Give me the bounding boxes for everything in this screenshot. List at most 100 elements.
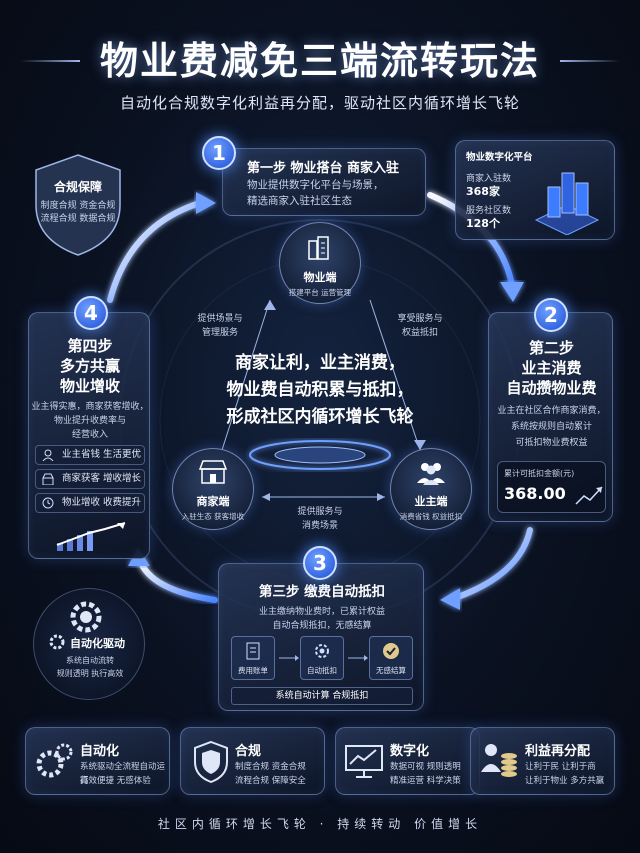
step1-card: 第一步 物业搭台 商家入驻 物业提供数字化平台与场景， 精选商家入驻社区生态 (222, 148, 426, 216)
center-line1: 商家让利，业主消费， (235, 353, 405, 373)
title-divider-right (560, 60, 620, 62)
page-subtitle: 自动化合规数字化利益再分配，驱动社区内循环增长飞轮 (119, 94, 520, 112)
center-slogan: 商家让利，业主消费， 物业费自动积累与抵扣， 形成社区内循环增长飞轮 (200, 350, 440, 431)
step3-card: 第三步 缴费自动抵扣 业主缴纳物业费时，已累计权益 自动合规抵扣，无感结算 费用… (218, 563, 424, 711)
compliance-line2: 流程合规 数据合规 (40, 214, 116, 224)
amount-box: 累计可抵扣金额(元) 368.00 (497, 461, 606, 513)
feature-compliance-line1: 制度合规 资金合规 (235, 762, 306, 772)
feature-digital-title: 数字化 (390, 744, 430, 759)
step4-title3: 物业增收 (59, 377, 120, 395)
benefit-row-owner-label: 业主省钱 生活更优 (62, 449, 142, 460)
merchant-node: 商家端 入驻生态 获客增收 (172, 448, 254, 530)
platform-title: 物业数字化平台 (466, 152, 533, 163)
step3-bar: 系统自动计算 合规抵扣 (231, 687, 413, 705)
compliance-title: 合规保障 (53, 180, 102, 194)
property-node-sub: 搭建平台 运营管理 (288, 288, 352, 297)
feature-digital-line1: 数据可视 规则透明 (390, 762, 461, 772)
benefit-row-owner: 业主省钱 生活更优 (35, 445, 145, 465)
center-line2: 物业费自动积累与抵扣， (226, 380, 414, 400)
benefit-row-property-label: 物业增收 收费提升 (62, 497, 142, 508)
store-icon (42, 473, 54, 485)
feature-card-compliance: 合规 制度合规 资金合规 流程合规 保障安全 (180, 727, 325, 795)
center-line3: 形成社区内循环增长飞轮 (226, 407, 414, 427)
feature-automation-title: 自动化 (80, 744, 120, 759)
step2-title3: 自动攒物业费 (506, 379, 597, 397)
gears-icon (70, 601, 102, 633)
feature-card-automation: 自动化 系统驱动全流程自动运行 高效便捷 无感体验 (25, 727, 170, 795)
flow-label-bottom-line1: 提供服务与 (297, 507, 343, 517)
benefit-row-merchant-label: 商家获客 增收增长 (62, 473, 142, 484)
benefit-row-property: 物业增收 收费提升 (35, 493, 145, 513)
automation-line1: 系统自动流转 (66, 656, 114, 665)
flow-label-right-top-line1: 享受服务与 (397, 314, 443, 324)
step4-line2: 物业提升收费率与 (53, 416, 126, 426)
owner-node: 业主端 消费省钱 权益抵扣 (390, 448, 472, 530)
page-title: 物业费减免三端流转玩法 (99, 39, 540, 83)
auto-deduct-label: 自动抵扣 (307, 666, 337, 675)
step3-line2: 自动合规抵扣，无感结算 (272, 621, 372, 631)
flow-label-left-top-line1: 提供场景与 (197, 314, 243, 324)
step2-line2: 系统按规则自动累计 (510, 422, 592, 432)
flow-label-right-top: 享受服务与 权益抵扣 (385, 312, 455, 340)
step2-line3: 可抵扣物业费权益 (515, 438, 588, 448)
settle-label: 无感结算 (376, 666, 406, 675)
step1-badge: 1 (202, 136, 236, 170)
step1-title: 第一步 物业搭台 商家入驻 (247, 161, 400, 176)
automation-line2: 规则透明 执行高效 (56, 669, 124, 678)
footer-slogan: 社区内循环增长飞轮 · 持续转动 价值增长 (157, 817, 483, 831)
title-divider-left (20, 60, 80, 62)
feature-digital-line2: 精准运营 科学决策 (390, 776, 461, 786)
automation-panel: 自动化驱动 系统自动流转 规则透明 执行高效 (33, 588, 145, 700)
step4-title1: 第四步 (67, 337, 113, 355)
step4-badge: 4 (74, 296, 108, 330)
step4-card: 第四步 多方共赢 物业增收 业主得实惠，商家获客增收， 物业提升收费率与 经营收… (28, 312, 150, 559)
step2-title2: 业主消费 (521, 359, 582, 377)
flow-label-bottom-line2: 消费场景 (301, 521, 338, 531)
step2-line1: 业主在社区合作商家消费， (497, 406, 606, 416)
building-icon (308, 236, 329, 260)
flow-label-left-top-line2: 管理服务 (201, 328, 238, 338)
flow-label-bottom: 提供服务与 消费场景 (285, 505, 355, 533)
platform-merchants-value: 368家 (466, 185, 500, 198)
merchant-node-title: 商家端 (196, 495, 230, 508)
platform-communities-value: 128个 (466, 217, 500, 230)
property-node: 物业端 搭建平台 运营管理 (279, 222, 361, 304)
amount-label: 累计可抵扣金额(元) (504, 469, 575, 478)
merchant-node-sub: 入驻生态 获客增收 (181, 512, 245, 521)
coins-user-icon (481, 744, 517, 777)
step1-line2: 精选商家入驻社区生态 (247, 195, 352, 207)
feature-automation-line1: 系统驱动全流程自动运行 (80, 762, 166, 786)
shield-icon (194, 740, 228, 784)
store-icon (198, 460, 228, 484)
growth-chart-icon (56, 522, 126, 551)
arrow-right-icon (279, 655, 299, 661)
owner-node-title: 业主端 (414, 495, 448, 508)
gear-icon (49, 634, 65, 650)
arrow-right-icon (348, 655, 368, 661)
settle-box: 无感结算 (369, 636, 413, 680)
benefit-row-merchant: 商家获客 增收增长 (35, 469, 145, 489)
step3-title: 第三步 缴费自动抵扣 (258, 584, 386, 600)
flow-label-right-top-line2: 权益抵扣 (401, 328, 438, 338)
step2-badge: 2 (534, 298, 568, 332)
step4-title2: 多方共赢 (59, 357, 120, 375)
clock-icon (42, 497, 54, 509)
feature-redistribution-title: 利益再分配 (525, 744, 591, 759)
owner-node-sub: 消费省钱 权益抵扣 (399, 512, 463, 521)
feature-compliance-line2: 流程合规 保障安全 (235, 776, 306, 786)
check-icon (383, 643, 399, 659)
bill-label: 费用账单 (238, 666, 268, 675)
step2-card: 第二步 业主消费 自动攒物业费 业主在社区合作商家消费， 系统按规则自动累计 可… (488, 312, 613, 522)
platform-merchants-label: 商家入驻数 (466, 174, 512, 184)
feature-redistribution-line2: 让利于物业 多方共赢 (525, 776, 605, 786)
gear-icon (315, 644, 329, 658)
gears-icon (36, 743, 73, 778)
user-icon (42, 449, 54, 461)
step2-title1: 第二步 (528, 339, 574, 357)
monitor-chart-icon (345, 745, 383, 778)
automation-title: 自动化驱动 (70, 637, 125, 650)
platform-panel: 物业数字化平台 商家入驻数 368家 服务社区数 128个 (455, 140, 615, 240)
amount-value: 368.00 (504, 484, 566, 503)
platform-communities-label: 服务社区数 (466, 206, 512, 216)
buildings-icon (534, 172, 600, 235)
